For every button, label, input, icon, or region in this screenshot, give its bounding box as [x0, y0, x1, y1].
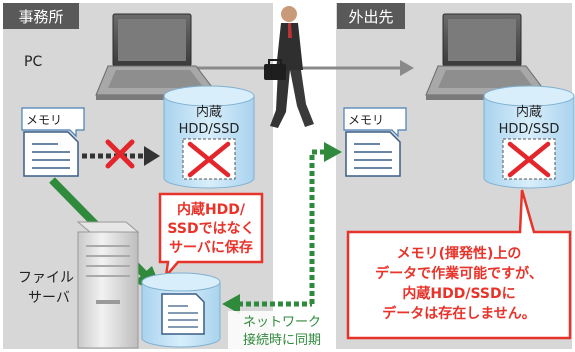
blocked-save-arrow: [82, 146, 160, 166]
sync-arrow-head-left: [222, 294, 240, 314]
blocked-x-icon: [105, 139, 135, 169]
file-server-icon: [76, 221, 140, 349]
svg-text:データは存在しません。: データは存在しません。: [382, 305, 536, 322]
memory-note-callout: メモリ(揮発性)上の データで作業可能ですが、 内蔵HDD/SSDに データは存…: [346, 189, 572, 340]
svg-text:メモリ: メモリ: [348, 113, 384, 127]
svg-text:内蔵: 内蔵: [196, 104, 222, 120]
svg-text:データで作業可能ですが、: データで作業可能ですが、: [375, 265, 543, 282]
remote-memory: メモリ: [343, 107, 407, 138]
remote-drive-icon: 内蔵 HDD/SSD: [483, 85, 575, 189]
sync-label: ネットワーク 接続時に同期: [228, 311, 336, 349]
svg-text:ネットワーク: ネットワーク: [243, 315, 321, 330]
svg-text:HDD/SSD: HDD/SSD: [179, 122, 240, 137]
fileserver-label: ファイル: [18, 270, 74, 286]
remote-header: 外出先: [337, 3, 405, 29]
office-memory: メモリ: [21, 107, 85, 138]
svg-text:内蔵: 内蔵: [516, 104, 542, 120]
office-drive-icon: 内蔵 HDD/SSD: [163, 85, 255, 189]
svg-text:HDD/SSD: HDD/SSD: [499, 122, 560, 137]
sync-arrow-head-right: [324, 142, 342, 162]
svg-text:サーバに保存: サーバに保存: [169, 239, 253, 256]
svg-text:接続時に同期: 接続時に同期: [243, 332, 321, 348]
sync-arrow: [238, 149, 326, 307]
fileserver-label-2: サーバ: [28, 290, 70, 306]
svg-text:メモリ(揮発性)上の: メモリ(揮発性)上の: [397, 245, 522, 262]
office-document-icon: [23, 131, 79, 177]
pc-label: PC: [24, 54, 42, 70]
svg-text:内蔵HDD/SSDに: 内蔵HDD/SSDに: [402, 285, 515, 302]
server-document-icon: [161, 293, 205, 335]
svg-text:SSDではなく: SSDではなく: [167, 221, 254, 237]
office-header: 事務所: [3, 3, 79, 29]
save-server-callout: 内蔵HDD/ SSDではなく サーバに保存: [158, 192, 264, 281]
svg-text:事務所: 事務所: [18, 8, 63, 26]
businessman-icon: [264, 6, 314, 128]
svg-text:外出先: 外出先: [348, 8, 393, 26]
svg-text:メモリ: メモリ: [26, 113, 62, 127]
svg-text:内蔵HDD/: 内蔵HDD/: [177, 201, 246, 218]
remote-document-icon: [345, 131, 401, 177]
